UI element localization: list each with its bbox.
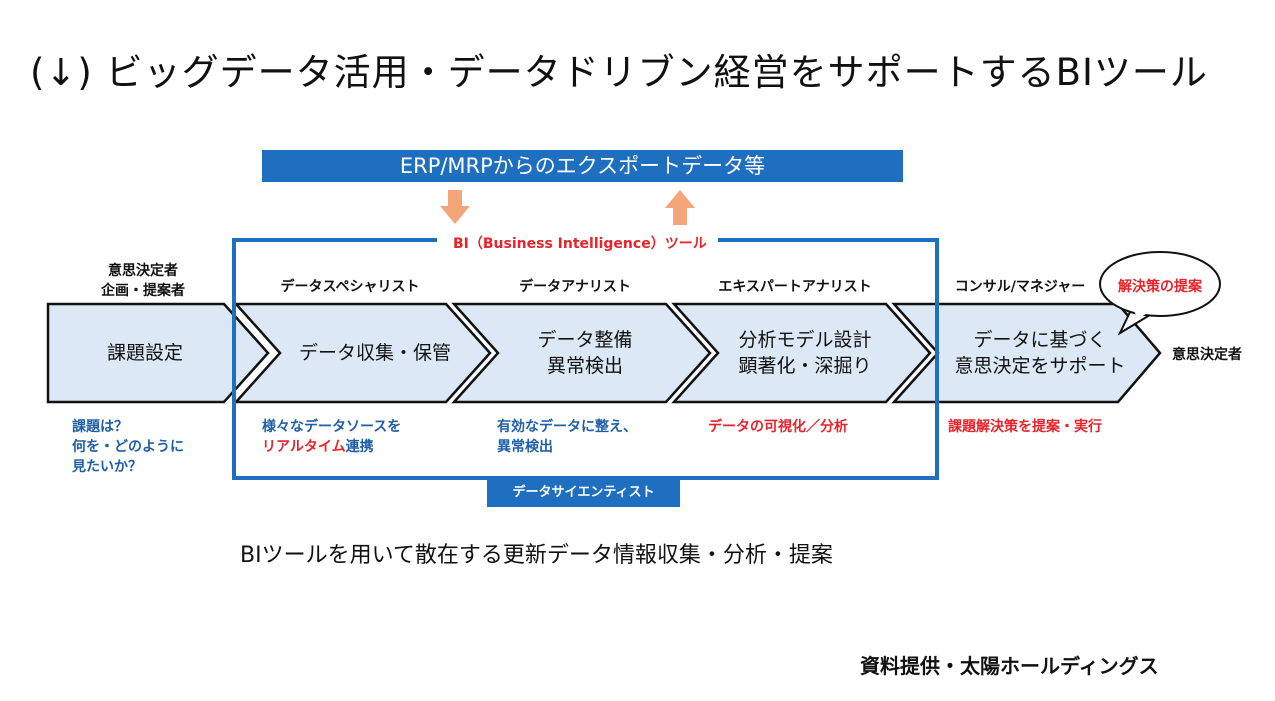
role-data-specialist: データスペシャリスト bbox=[280, 279, 420, 295]
stage-title: データ整備 異常検出 bbox=[490, 327, 680, 379]
note-line: 異常検出 bbox=[497, 439, 553, 455]
stage-title-line: データに基づく bbox=[973, 329, 1107, 351]
diagram-caption: BIツールを用いて散在する更新データ情報収集・分析・提案 bbox=[240, 543, 833, 568]
chevron-stage-2 bbox=[233, 302, 492, 404]
stage-note: 課題は？ 何を・どのように 見たいか？ bbox=[72, 417, 184, 477]
up-arrow-icon bbox=[665, 190, 695, 225]
down-arrow-icon bbox=[440, 190, 470, 224]
stage-note: 様々なデータソースを リアルタイム連携 bbox=[262, 417, 401, 457]
stage-note: 課題解決策を提案・実行 bbox=[948, 419, 1102, 435]
stage-title: 課題設定 bbox=[106, 342, 183, 364]
note-text: 連携 bbox=[345, 439, 374, 455]
stage-title-line: 分析モデル設計 bbox=[738, 329, 872, 351]
data-scientist-tab: データサイエンティスト bbox=[487, 479, 680, 507]
stage-title: 分析モデル設計 顕著化・深掘り bbox=[710, 327, 900, 379]
bi-tool-label: BI（Business Intelligence）ツール bbox=[447, 233, 713, 253]
role-line: 意思決定者 bbox=[108, 263, 178, 279]
bubble-text: 解決策の提案 bbox=[1118, 279, 1202, 295]
role-expert-analyst: エキスパートアナリスト bbox=[718, 279, 872, 295]
stage-title-line: データ整備 bbox=[537, 329, 633, 351]
stage-title-line: 意思決定をサポート bbox=[954, 355, 1126, 377]
stage-note: データの可視化／分析 bbox=[708, 419, 848, 435]
chevron-stage-3 bbox=[451, 302, 712, 404]
note-line: 課題は？ bbox=[72, 419, 128, 435]
erp-export-banner: ERP/MRPからのエクスポートデータ等 bbox=[262, 150, 903, 182]
bi-tool-frame bbox=[232, 238, 939, 480]
note-line: 見たいか？ bbox=[72, 459, 142, 475]
note-line: 様々なデータソースを bbox=[262, 419, 402, 435]
note-line: 有効なデータに整え、 bbox=[497, 419, 637, 435]
stage-title: データ収集・保管 bbox=[298, 342, 451, 364]
stage-title-line: 異常検出 bbox=[546, 355, 623, 377]
source-credit: 資料提供・太陽ホールディングス bbox=[860, 654, 1159, 678]
role-decision-maker: 意思決定者 企画・提案者 bbox=[48, 261, 238, 301]
chevron-stage-4 bbox=[671, 302, 932, 404]
stage-note: 有効なデータに整え、 異常検出 bbox=[497, 417, 637, 457]
note-line: 何を・どのように bbox=[72, 439, 184, 455]
end-decision-maker: 意思決定者 bbox=[1172, 347, 1242, 363]
role-consultant-manager: コンサル/マネジャー bbox=[954, 279, 1086, 295]
role-line: 企画・提案者 bbox=[101, 283, 185, 299]
chevron-stage-1 bbox=[46, 302, 270, 404]
stage-title: データに基づく 意思決定をサポート bbox=[935, 327, 1145, 379]
note-line: リアルタイム連携 bbox=[262, 437, 401, 457]
note-highlight: リアルタイム bbox=[262, 439, 346, 455]
role-data-analyst: データアナリスト bbox=[519, 279, 631, 295]
stage-title-line: 顕著化・深掘り bbox=[738, 355, 872, 377]
speech-bubble bbox=[1099, 251, 1221, 336]
page-title: (↓) ビッグデータ活用・データドリブン経営をサポートするBIツール bbox=[30, 51, 1208, 94]
